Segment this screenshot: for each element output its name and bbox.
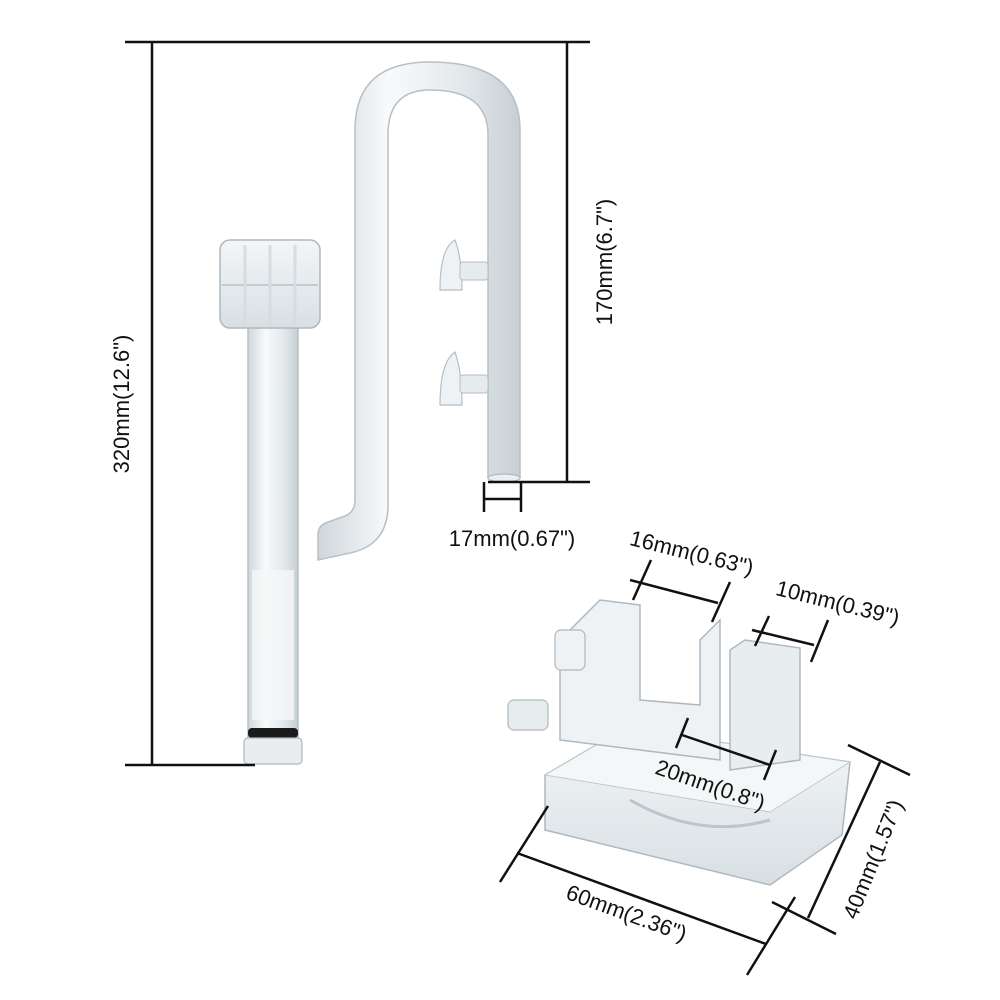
- dim-inner-line: [681, 733, 771, 767]
- label-outlet-diameter: 17mm(0.67"): [449, 526, 575, 551]
- holder-peg-left: [507, 699, 549, 731]
- tube-holder-block: [507, 599, 852, 886]
- dimension-lines: [125, 40, 911, 976]
- dim-length-line: [516, 851, 767, 946]
- label-length: 60mm(2.36"): [563, 880, 690, 947]
- lily-pipe-outflow: [219, 61, 521, 765]
- suction-cup-lower: [439, 351, 489, 406]
- suction-cup-upper: [439, 239, 489, 291]
- holder-right-clamp: [729, 639, 801, 771]
- base-fitting: [243, 737, 303, 765]
- dim-width-line: [806, 761, 882, 919]
- holder-peg-rear: [554, 629, 586, 671]
- outflow-tube: [317, 61, 521, 561]
- holder-left-clamp: [559, 599, 721, 761]
- label-width: 40mm(1.57"): [838, 796, 909, 923]
- label-slot-narrow: 10mm(0.39"): [773, 575, 902, 630]
- label-total-height: 320mm(12.6"): [109, 335, 134, 474]
- dim-slot-wide-line: [629, 578, 719, 605]
- o-ring: [248, 728, 298, 738]
- label-outlet-height: 170mm(6.7"): [592, 199, 617, 325]
